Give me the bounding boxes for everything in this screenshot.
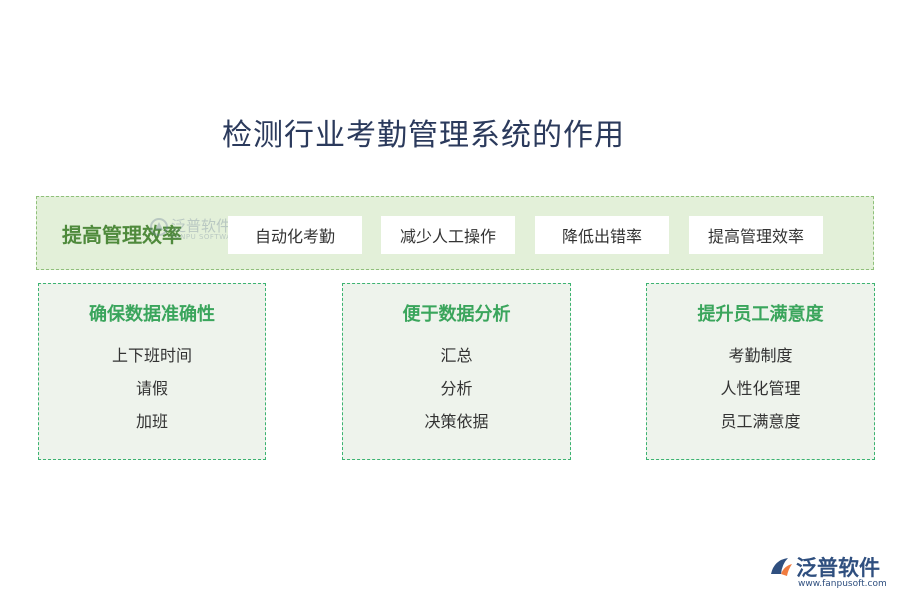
watermark-subtext: FANPU SOFTWARE — [171, 233, 242, 241]
top-band-label: 提高管理效率 — [62, 223, 182, 247]
box-item-list: 汇总 分析 决策依据 — [343, 344, 570, 443]
diagram-title: 检测行业考勤管理系统的作用 — [222, 118, 625, 153]
chip-auto-attendance: 自动化考勤 — [228, 216, 362, 254]
box-title: 确保数据准确性 — [89, 304, 215, 325]
watermark-text: 泛普软件 — [171, 217, 232, 235]
logo-name: 泛普软件 — [796, 556, 880, 580]
chip-improve-efficiency: 提高管理效率 — [689, 216, 823, 254]
list-item: 分析 — [440, 379, 473, 398]
list-item: 决策依据 — [424, 412, 489, 431]
box-item-list: 上下班时间 请假 加班 — [39, 344, 265, 443]
box-data-analysis: 便于数据分析 汇总 分析 决策依据 — [342, 283, 571, 460]
list-item: 上下班时间 — [111, 346, 192, 365]
chip-reduce-manual: 减少人工操作 — [381, 216, 515, 254]
list-item: 考勤制度 — [728, 346, 793, 365]
list-item: 人性化管理 — [720, 379, 801, 398]
list-item: 请假 — [135, 379, 168, 398]
list-item: 汇总 — [440, 346, 473, 365]
box-data-accuracy: 确保数据准确性 上下班时间 请假 加班 — [38, 283, 266, 460]
brand-logo: 泛普软件 www.fanpusoft.com — [768, 552, 892, 596]
box-title: 提升员工满意度 — [697, 304, 824, 325]
box-title: 便于数据分析 — [402, 304, 511, 325]
box-item-list: 考勤制度 人性化管理 员工满意度 — [647, 344, 874, 443]
top-band: 提高管理效率 泛普软件 FANPU SOFTWARE 自动化考勤 减少人工操作 … — [36, 196, 874, 270]
list-item: 加班 — [135, 412, 168, 431]
box-employee-satisfaction: 提升员工满意度 考勤制度 人性化管理 员工满意度 — [646, 283, 875, 460]
list-item: 员工满意度 — [720, 412, 801, 431]
watermark-logo-icon — [150, 218, 168, 236]
logo-url: www.fanpusoft.com — [798, 579, 887, 589]
fanpu-logo-icon — [771, 558, 792, 576]
chip-reduce-errors: 降低出错率 — [535, 216, 669, 254]
watermark: 泛普软件 FANPU SOFTWARE — [149, 215, 259, 245]
